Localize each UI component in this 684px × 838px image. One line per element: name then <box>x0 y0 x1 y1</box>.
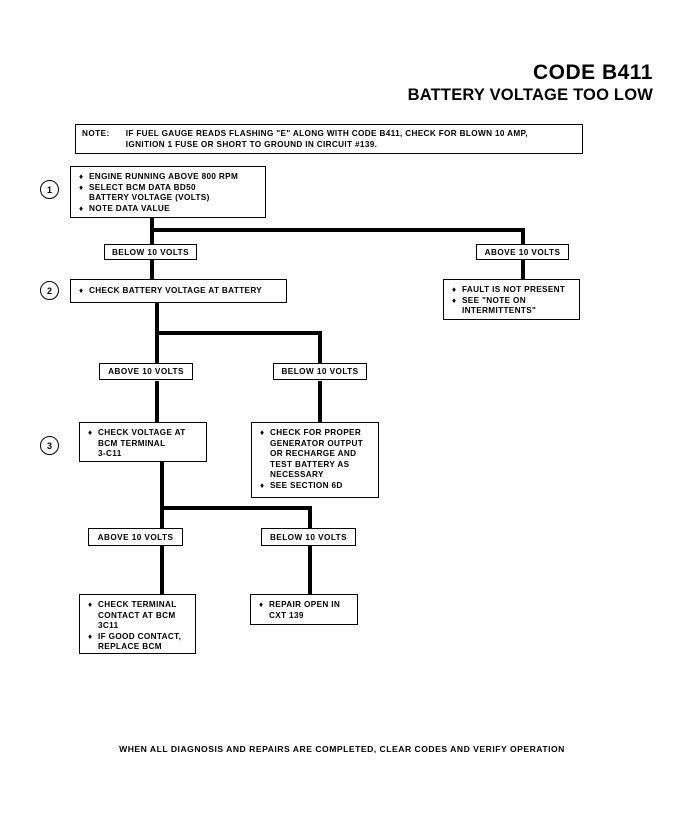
list-item: ♦ ENGINE RUNNING ABOVE 800 RPM <box>79 172 261 183</box>
list-item-text: ENGINE RUNNING ABOVE 800 RPM <box>89 172 239 181</box>
box-step3b-list: ♦ CHECK FOR PROPER GENERATOR OUTPUT OR R… <box>252 423 380 496</box>
note-box: NOTE: IF FUEL GAUGE READS FLASHING "E" A… <box>75 124 583 154</box>
connector-below2-to-s3b <box>318 381 322 422</box>
list-item: ♦ REPAIR OPEN IN CXT 139 <box>259 600 353 621</box>
step-marker-3: 3 <box>40 436 59 455</box>
bullet-icon: ♦ <box>88 631 93 641</box>
box-step2-list: ♦ CHECK BATTERY VOLTAGE AT BATTERY <box>71 280 288 302</box>
connector-s2-down <box>155 303 159 335</box>
list-item: ♦ CHECK VOLTAGE AT BCM TERMINAL 3-C11 <box>88 428 202 460</box>
branch-label-below-10-volts-3: BELOW 10 VOLTS <box>261 528 356 546</box>
connector-s3a-down <box>160 462 164 510</box>
branch-label-above-10-volts-1: ABOVE 10 VOLTS <box>476 244 569 260</box>
note-text: IF FUEL GAUGE READS FLASHING "E" ALONG W… <box>125 129 528 149</box>
bullet-icon: ♦ <box>79 182 84 192</box>
connector-row2-left-drop <box>155 331 159 363</box>
list-item-text: CHECK VOLTAGE AT BCM TERMINAL 3-C11 <box>98 428 186 458</box>
list-item-text: CHECK TERMINAL CONTACT AT BCM 3C11 <box>98 600 177 630</box>
footer-note: WHEN ALL DIAGNOSIS AND REPAIRS ARE COMPL… <box>119 744 565 754</box>
branch-label-below-10-volts-1: BELOW 10 VOLTS <box>104 244 197 260</box>
box-step1: ♦ ENGINE RUNNING ABOVE 800 RPM ♦ SELECT … <box>70 166 266 218</box>
box-fault-list: ♦ FAULT IS NOT PRESENT ♦ SEE "NOTE ON IN… <box>444 280 581 322</box>
bullet-icon: ♦ <box>259 600 264 609</box>
box-step2-check-battery: ♦ CHECK BATTERY VOLTAGE AT BATTERY <box>70 279 287 303</box>
connector-row3-right-drop <box>308 506 312 528</box>
list-item: ♦ CHECK FOR PROPER GENERATOR OUTPUT OR R… <box>260 428 374 481</box>
branch-label-above-10-volts-2: ABOVE 10 VOLTS <box>99 363 193 380</box>
box-step1-list: ♦ ENGINE RUNNING ABOVE 800 RPM ♦ SELECT … <box>71 167 267 219</box>
box-fault-not-present: ♦ FAULT IS NOT PRESENT ♦ SEE "NOTE ON IN… <box>443 279 580 320</box>
bullet-icon: ♦ <box>88 428 93 437</box>
bullet-icon: ♦ <box>79 286 84 295</box>
bullet-icon: ♦ <box>260 480 265 490</box>
list-item-text: CHECK BATTERY VOLTAGE AT BATTERY <box>89 286 263 295</box>
list-item-text: SELECT BCM DATA BD50 BATTERY VOLTAGE (VO… <box>89 182 210 203</box>
bullet-icon: ♦ <box>88 600 93 609</box>
bullet-icon: ♦ <box>452 295 457 305</box>
box-repair-open-list: ♦ REPAIR OPEN IN CXT 139 <box>251 595 359 626</box>
step-marker-2: 2 <box>40 281 59 300</box>
box-step3a-list: ♦ CHECK VOLTAGE AT BCM TERMINAL 3-C11 <box>80 423 208 465</box>
branch-label-above-10-volts-3: ABOVE 10 VOLTS <box>88 528 183 546</box>
box-generator-output: ♦ CHECK FOR PROPER GENERATOR OUTPUT OR R… <box>251 422 379 498</box>
box-terminal-contact-list: ♦ CHECK TERMINAL CONTACT AT BCM 3C11 ♦ I… <box>80 595 197 658</box>
list-item-text: NOTE DATA VALUE <box>89 203 170 213</box>
box-repair-open-cxt139: ♦ REPAIR OPEN IN CXT 139 <box>250 594 358 625</box>
connector-below1-to-s2 <box>150 259 154 279</box>
list-item: ♦ CHECK BATTERY VOLTAGE AT BATTERY <box>79 286 282 297</box>
list-item-text: REPAIR OPEN IN CXT 139 <box>269 600 341 620</box>
list-item: ♦ CHECK TERMINAL CONTACT AT BCM 3C11 <box>88 600 191 632</box>
list-item-text: SEE SECTION 6D <box>270 480 343 490</box>
connector-below3-to-repair <box>308 546 312 594</box>
connector-row2-right-drop <box>318 331 322 363</box>
bullet-icon: ♦ <box>260 428 265 437</box>
list-item: ♦ SEE SECTION 6D <box>260 481 374 492</box>
connector-row3-left-drop <box>160 506 164 528</box>
connector-row2-horizontal <box>155 331 322 335</box>
box-check-terminal-contact: ♦ CHECK TERMINAL CONTACT AT BCM 3C11 ♦ I… <box>79 594 196 654</box>
page-title: CODE B411 BATTERY VOLTAGE TOO LOW <box>408 62 653 105</box>
list-item: ♦ NOTE DATA VALUE <box>79 204 261 215</box>
connector-row1-right-drop <box>521 228 525 245</box>
bullet-icon: ♦ <box>79 172 84 181</box>
list-item: ♦ SEE "NOTE ON INTERMITTENTS" <box>452 296 575 317</box>
box-step3-check-bcm-terminal: ♦ CHECK VOLTAGE AT BCM TERMINAL 3-C11 <box>79 422 207 462</box>
connector-above2-to-s3a <box>155 381 159 422</box>
list-item: ♦ SELECT BCM DATA BD50 BATTERY VOLTAGE (… <box>79 183 261 204</box>
bullet-icon: ♦ <box>79 203 84 213</box>
note-label: NOTE: <box>82 129 110 138</box>
list-item-text: IF GOOD CONTACT, REPLACE BCM <box>98 631 182 652</box>
connector-above3-to-terminal <box>160 546 164 594</box>
list-item: ♦ FAULT IS NOT PRESENT <box>452 285 575 296</box>
connector-s1-down <box>150 217 154 230</box>
connector-above1-to-fault <box>521 259 525 279</box>
list-item-text: SEE "NOTE ON INTERMITTENTS" <box>462 295 537 316</box>
code-subtitle: BATTERY VOLTAGE TOO LOW <box>407 86 653 104</box>
branch-label-below-10-volts-2: BELOW 10 VOLTS <box>273 363 367 380</box>
list-item-text: FAULT IS NOT PRESENT <box>462 285 566 294</box>
list-item: ♦ IF GOOD CONTACT, REPLACE BCM <box>88 632 191 653</box>
connector-row1-horizontal <box>150 228 525 232</box>
list-item-text: CHECK FOR PROPER GENERATOR OUTPUT OR REC… <box>270 428 364 479</box>
code-title: CODE B411 <box>532 61 653 84</box>
step-marker-1: 1 <box>40 180 59 199</box>
connector-row3-horizontal <box>160 506 312 510</box>
bullet-icon: ♦ <box>452 285 457 294</box>
connector-row1-left-drop <box>150 228 154 245</box>
